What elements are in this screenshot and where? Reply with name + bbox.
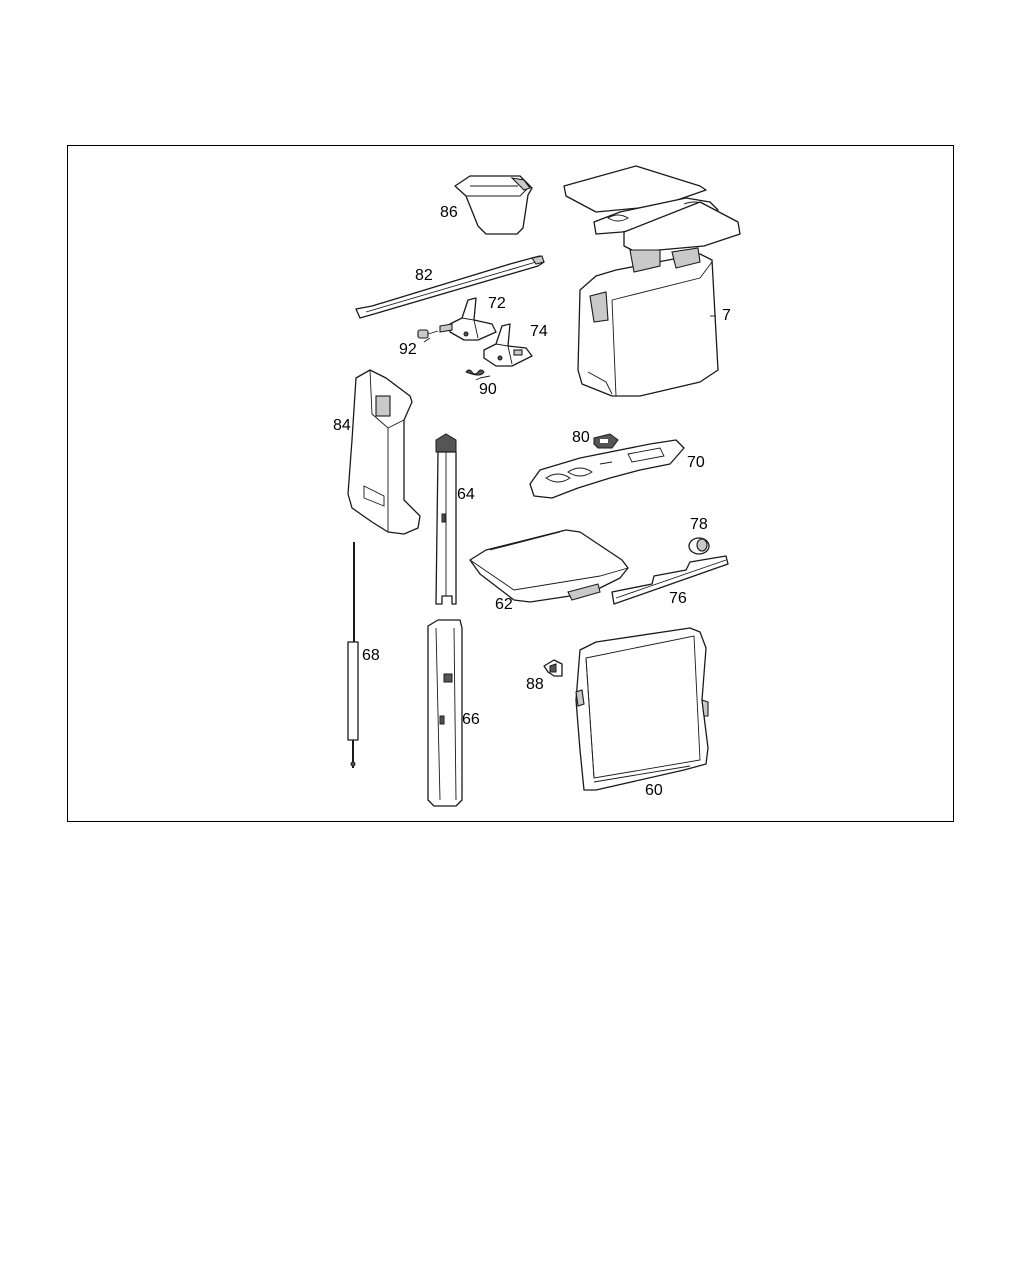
label-70: 70 (687, 454, 705, 471)
part-82-rail (355, 255, 545, 319)
part-60-back-panel (575, 627, 709, 791)
label-66: 66 (462, 711, 480, 728)
label-82: 82 (415, 267, 433, 284)
leader-lines (423, 315, 716, 381)
part-62-lid-panel (469, 529, 629, 603)
part-86-storage-bin (454, 175, 533, 235)
part-78-knob (688, 537, 710, 555)
label-84: 84 (333, 417, 351, 434)
part-72-hinge-bracket (439, 297, 497, 341)
label-7: 7 (722, 307, 731, 324)
label-86: 86 (440, 204, 458, 221)
part-92-fastener (417, 329, 439, 339)
part-64-vertical-arm (435, 433, 457, 605)
label-62: 62 (495, 596, 513, 613)
part-80-latch (593, 433, 619, 449)
part-90-spring (465, 369, 491, 379)
label-72: 72 (488, 295, 506, 312)
label-90: 90 (479, 381, 497, 398)
label-64: 64 (457, 486, 475, 503)
label-74: 74 (530, 323, 548, 340)
part-76-trim-strip (611, 555, 729, 605)
part-66-trim-column (427, 619, 463, 807)
part-68-gas-strut (347, 542, 359, 768)
part-70-cup-holder-tray (529, 439, 685, 499)
part-88-clip (543, 659, 563, 677)
label-78: 78 (690, 516, 708, 533)
label-76: 76 (669, 590, 687, 607)
part-7-console-assembly (563, 165, 741, 397)
label-80: 80 (572, 429, 590, 446)
label-68: 68 (362, 647, 380, 664)
label-88: 88 (526, 676, 544, 693)
label-60: 60 (645, 782, 663, 799)
part-74-hinge-bracket (483, 323, 533, 367)
part-84-side-trim (347, 369, 421, 535)
label-92: 92 (399, 341, 417, 358)
diagram-frame (67, 145, 954, 822)
